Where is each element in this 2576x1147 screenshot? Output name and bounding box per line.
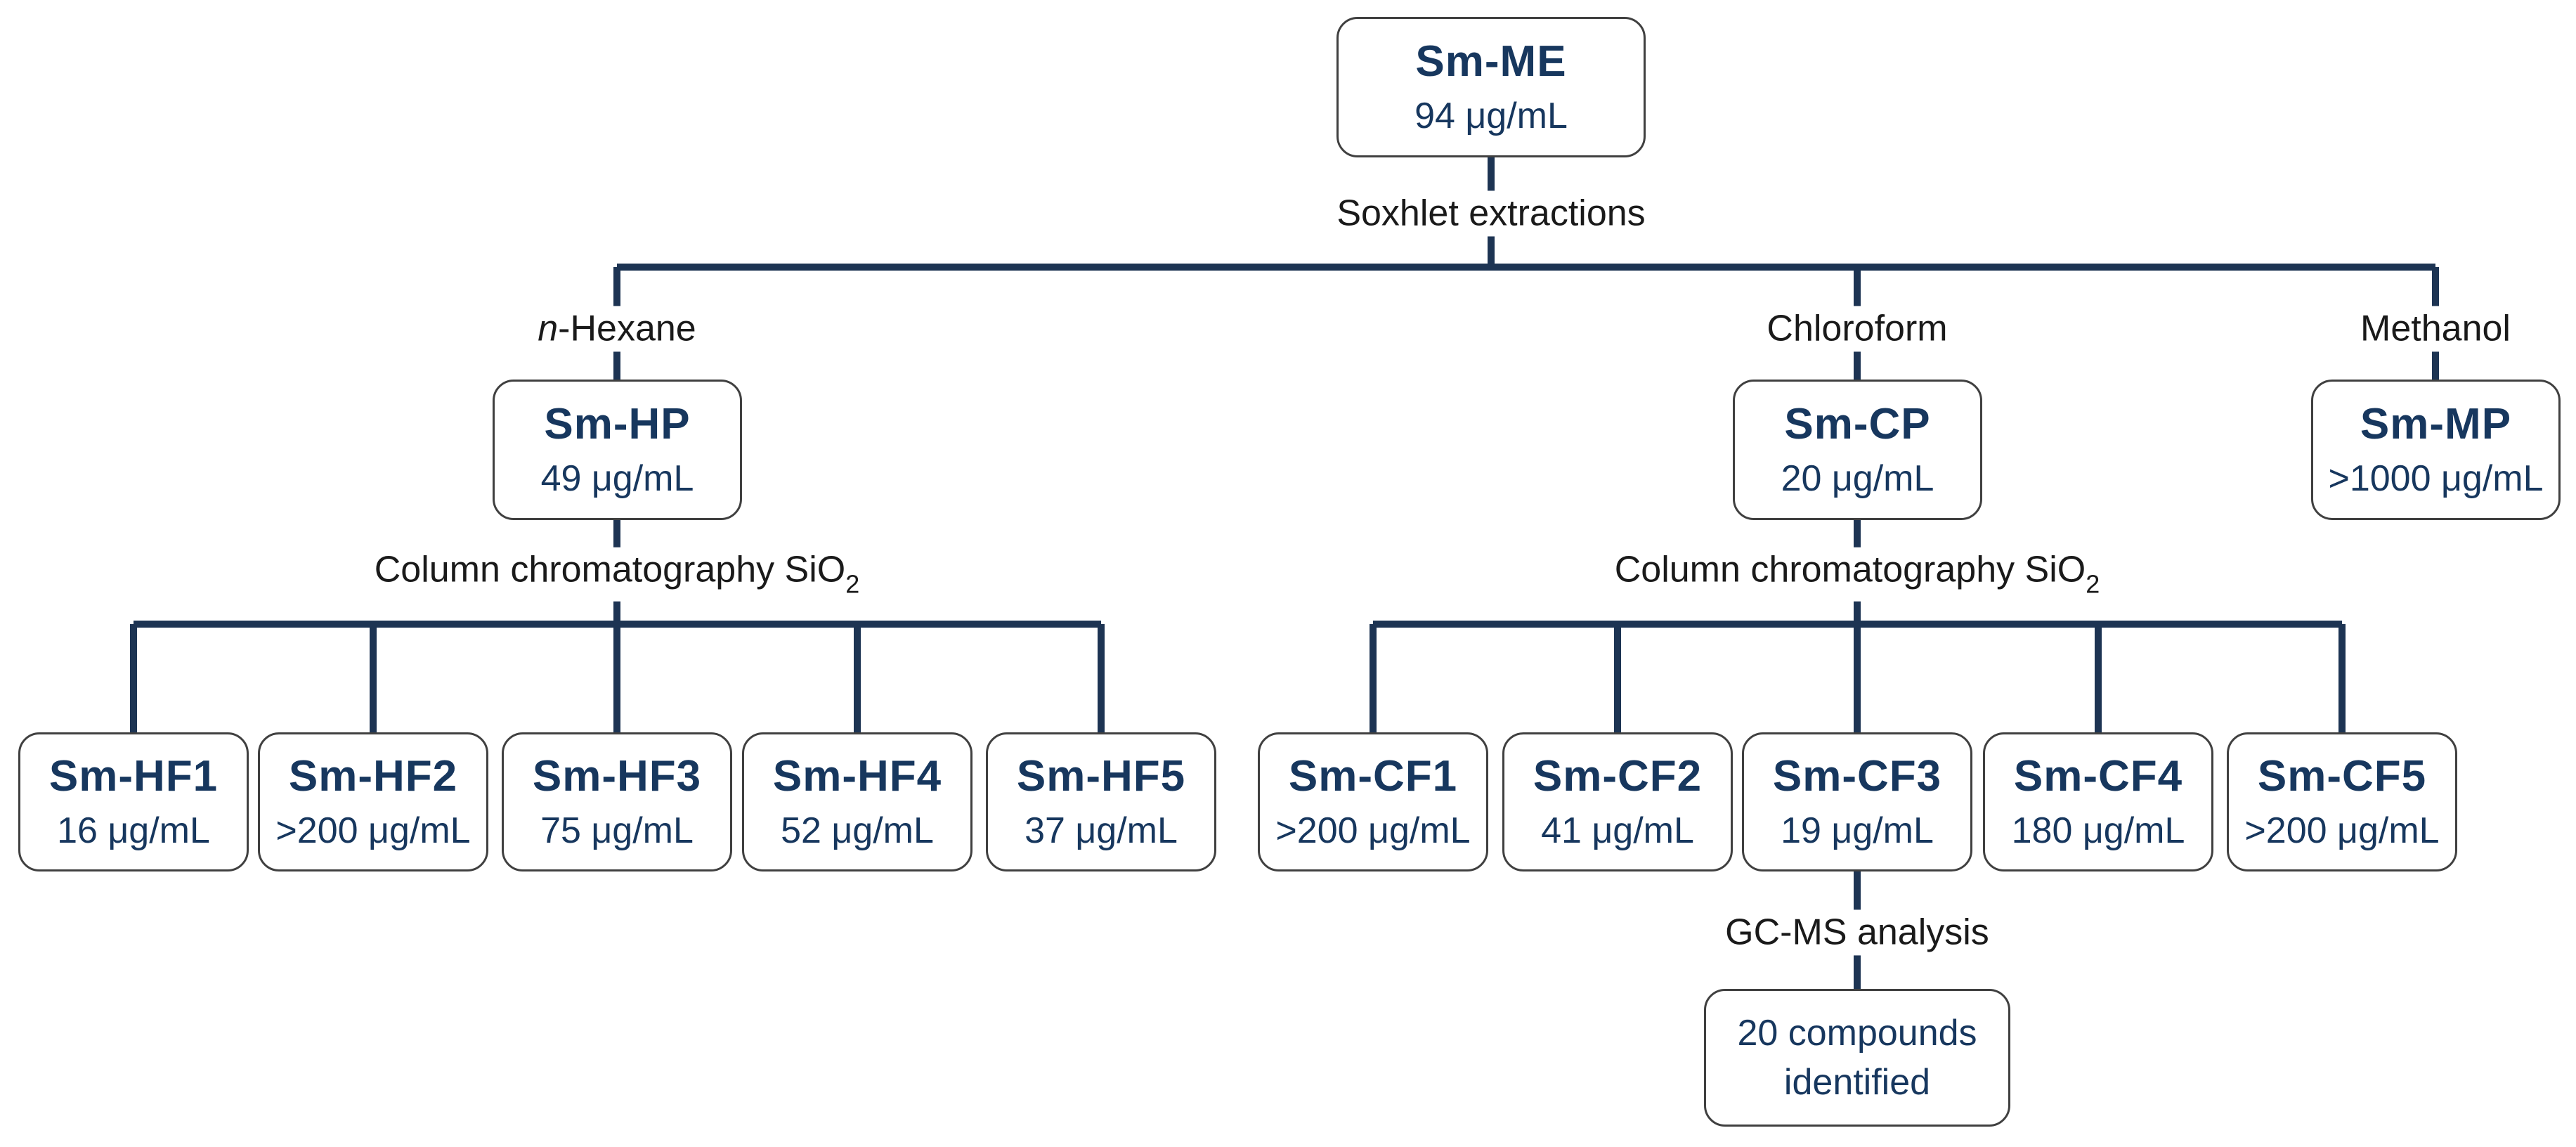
node-sm-hf5-value: 37 μg/mL [1024,810,1178,851]
label-n-hexane: n-Hexane [526,306,708,352]
label-column-chromatography-right: Column chromatography SiO2 [1603,547,2112,602]
node-sm-cp: Sm-CP 20 μg/mL [1733,380,1982,520]
node-sm-mp-title: Sm-MP [2360,400,2512,448]
label-column-chromatography-right-subscript: 2 [2086,569,2100,599]
node-gcms-result: 20 compounds identified [1704,989,2010,1127]
node-sm-cp-title: Sm-CP [1784,400,1931,448]
node-sm-hf2-value: >200 μg/mL [275,810,471,851]
node-gcms-result-line2: identified [1783,1062,1931,1103]
node-sm-hf3: Sm-HF3 75 μg/mL [502,732,732,871]
node-sm-hf1-title: Sm-HF1 [48,752,219,801]
node-sm-cf5-value: >200 μg/mL [2244,810,2440,851]
node-sm-cf4: Sm-CF4 180 μg/mL [1983,732,2213,871]
node-sm-me: Sm-ME 94 μg/mL [1336,17,1646,157]
node-sm-hf5: Sm-HF5 37 μg/mL [986,732,1216,871]
node-sm-cf3-title: Sm-CF3 [1772,752,1942,801]
node-sm-cf2: Sm-CF2 41 μg/mL [1502,732,1733,871]
node-sm-mp: Sm-MP >1000 μg/mL [2311,380,2561,520]
node-sm-cf4-value: 180 μg/mL [2011,810,2185,851]
node-sm-mp-value: >1000 μg/mL [2328,458,2544,499]
node-sm-me-title: Sm-ME [1415,37,1567,86]
node-gcms-result-line1: 20 compounds [1737,1012,1977,1054]
node-sm-cf3: Sm-CF3 19 μg/mL [1742,732,1972,871]
node-sm-hf4-title: Sm-HF4 [772,752,942,801]
node-sm-hf5-title: Sm-HF5 [1016,752,1186,801]
node-sm-hf1-value: 16 μg/mL [57,810,210,851]
label-methanol: Methanol [2349,306,2522,352]
node-sm-cp-value: 20 μg/mL [1781,458,1934,499]
node-sm-cf4-title: Sm-CF4 [2013,752,2183,801]
node-sm-cf3-value: 19 μg/mL [1781,810,1934,851]
node-sm-hf2: Sm-HF2 >200 μg/mL [258,732,488,871]
label-chloroform: Chloroform [1755,306,1959,352]
node-sm-cf2-value: 41 μg/mL [1541,810,1694,851]
label-column-chromatography-right-text: Column chromatography SiO [1614,549,2086,590]
node-sm-hf3-value: 75 μg/mL [540,810,694,851]
node-sm-cf5: Sm-CF5 >200 μg/mL [2227,732,2457,871]
node-sm-cf1-title: Sm-CF1 [1288,752,1458,801]
label-column-chromatography-left-subscript: 2 [845,569,860,599]
node-sm-hp-value: 49 μg/mL [540,458,694,499]
node-sm-hf1: Sm-HF1 16 μg/mL [18,732,249,871]
node-sm-hp-title: Sm-HP [544,400,691,448]
node-sm-cf1: Sm-CF1 >200 μg/mL [1258,732,1488,871]
label-column-chromatography-left: Column chromatography SiO2 [363,547,871,602]
label-n-hexane-prefix: n [538,308,559,349]
node-sm-cf2-title: Sm-CF2 [1533,752,1703,801]
node-sm-hf3-title: Sm-HF3 [532,752,702,801]
label-n-hexane-rest: -Hexane [558,308,696,349]
node-sm-hf2-title: Sm-HF2 [288,752,458,801]
node-sm-cf1-value: >200 μg/mL [1275,810,1471,851]
label-gcms-analysis: GC-MS analysis [1714,909,2001,956]
label-column-chromatography-left-text: Column chromatography SiO [374,549,846,590]
label-soxhlet-extractions: Soxhlet extractions [1325,190,1657,237]
node-sm-hf4: Sm-HF4 52 μg/mL [742,732,972,871]
node-sm-me-value: 94 μg/mL [1414,96,1568,136]
node-sm-cf5-title: Sm-CF5 [2257,752,2427,801]
node-sm-hf4-value: 52 μg/mL [781,810,934,851]
node-sm-hp: Sm-HP 49 μg/mL [493,380,742,520]
